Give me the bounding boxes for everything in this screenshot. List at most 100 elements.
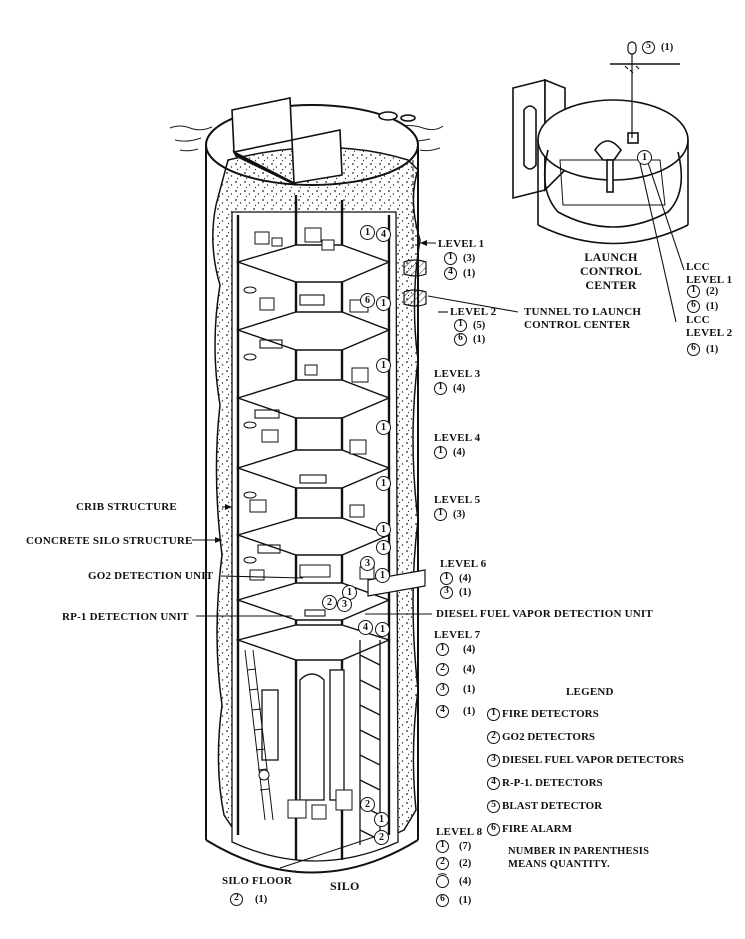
lcc-level2-count-1: 6 (1)	[687, 342, 718, 356]
detector-id: 1	[434, 507, 447, 521]
detector-id: 1	[436, 642, 449, 656]
silo-closure-doors	[231, 97, 416, 186]
level7-count-3: 3 (1)	[436, 682, 475, 696]
detector-qty: (3)	[453, 508, 466, 520]
level2-title: LEVEL 2	[450, 306, 497, 318]
detector-id: 6	[454, 332, 467, 346]
diesel-unit-label: DIESEL FUEL VAPOR DETECTION UNIT	[436, 608, 653, 620]
lcc-title-line1: LAUNCH	[584, 250, 638, 264]
level2-count-2: 6 (1)	[454, 332, 485, 346]
detector-id: 4	[436, 704, 449, 718]
legend-id: 2	[487, 730, 500, 744]
legend-id: 1	[487, 707, 500, 721]
tunnel-label-line1: TUNNEL TO LAUNCH	[524, 306, 642, 318]
legend-id: 3	[487, 753, 500, 767]
detector-id: 4	[444, 266, 457, 280]
legend-note-line1: NUMBER IN PARENTHESIS	[508, 846, 650, 857]
detector-qty: (4)	[453, 446, 466, 458]
detector-qty: (1)	[463, 267, 476, 279]
level7-count-1: 1(4)	[436, 642, 475, 656]
silo-floor-count: 2 (1)	[230, 892, 267, 906]
level4-count-1: 1 (4)	[434, 445, 465, 459]
marker-fire-detector: 1	[376, 522, 391, 537]
lcc-level1-label: LCC LEVEL 1	[686, 261, 732, 287]
legend-text: GO2 DETECTORS	[502, 731, 596, 743]
detector-id: 3	[436, 682, 449, 696]
level7-title: LEVEL 7	[434, 629, 481, 641]
detector-id: 6	[687, 299, 700, 313]
detector-qty: (3)	[463, 252, 476, 264]
detector-qty: (1)	[463, 705, 476, 717]
detector-id: 2	[436, 856, 449, 870]
level1-title: LEVEL 1	[438, 238, 485, 250]
lcc-level1-count-1: 1 (2)	[687, 284, 718, 298]
leader-lines	[192, 159, 685, 869]
detector-qty: (1)	[459, 586, 472, 598]
diesel-unit-plate	[367, 569, 426, 597]
marker-fire-detector: 1	[376, 358, 391, 373]
level7-count-4: 4 (1)	[436, 704, 475, 718]
detector-id: 6	[687, 342, 700, 356]
level4-title: LEVEL 4	[434, 432, 481, 444]
level3-count-1: 1 (4)	[434, 381, 465, 395]
legend-text: FIRE DETECTORS	[502, 708, 599, 720]
detector-qty: (1)	[706, 343, 719, 355]
lcc-title: LAUNCH CONTROL CENTER	[566, 250, 656, 292]
level8-count-2: 2(2)	[436, 856, 471, 870]
level7-count-2: 2(4)	[436, 662, 475, 676]
tunnel-label-line2: CONTROL CENTER	[524, 319, 631, 331]
marker-lcc-fire-detector: 1	[637, 150, 652, 165]
marker-go2-detector: 2	[374, 830, 389, 845]
floor-drains	[243, 286, 257, 564]
blast-pole	[610, 41, 680, 138]
detector-qty: (7)	[459, 840, 472, 852]
marker-rp1-detector: 4	[358, 620, 373, 635]
level5-count-1: 1 (3)	[434, 507, 465, 521]
detector-qty: (2)	[706, 285, 719, 297]
detector-id: 2	[436, 662, 449, 676]
detector-qty: (1)	[473, 333, 486, 345]
legend-text: R-P-1. DETECTORS	[502, 777, 603, 789]
marker-fire-detector: 1	[376, 540, 391, 555]
level1-count-2: 4 (1)	[444, 266, 475, 280]
legend-text: DIESEL FUEL VAPOR DETECTORS	[502, 754, 684, 766]
legend-title: LEGEND	[566, 686, 614, 698]
level2-count-1: 1(5)	[454, 318, 485, 332]
level8-count-4: 6(1)	[436, 893, 471, 907]
level6-count-1: 1(4)	[440, 571, 471, 585]
detector-qty: (4)	[459, 875, 472, 887]
detector-id: 1	[434, 445, 447, 459]
detector-qty: (4)	[459, 572, 472, 584]
level-platforms	[235, 244, 392, 661]
tunnel-stubs	[403, 259, 427, 307]
marker-fire-detector: 1	[376, 420, 391, 435]
platform-openings	[254, 294, 327, 617]
detector-qty: (1)	[706, 300, 719, 312]
marker-fire-detector: 1	[376, 476, 391, 491]
level5-title: LEVEL 5	[434, 494, 481, 506]
detector-qty: (1)	[463, 683, 476, 695]
marker-fire-detector: 1	[374, 812, 389, 827]
lcc-level1-label-b: LEVEL 1	[686, 274, 733, 286]
marker-fire-alarm: 6	[360, 293, 375, 308]
detector-qty: (4)	[453, 382, 466, 394]
level6-title: LEVEL 6	[440, 558, 487, 570]
silo-caption: SILO	[330, 879, 360, 893]
silo-floor-label: SILO FLOOR	[222, 875, 293, 887]
marker-go2-detector: 2	[322, 595, 337, 610]
blast-detector-qty: (1)	[661, 41, 674, 53]
level6-count-2: 3(1)	[440, 585, 471, 599]
detector-id: 1	[434, 381, 447, 395]
marker-rp1-detector: 4	[376, 227, 391, 242]
detector-id: 1	[454, 318, 467, 332]
lcc-title-line2: CONTROL	[579, 264, 643, 278]
marker-fire-detector: 1	[360, 225, 375, 240]
arrowheads	[215, 240, 427, 543]
lcc-illustration	[512, 78, 689, 245]
